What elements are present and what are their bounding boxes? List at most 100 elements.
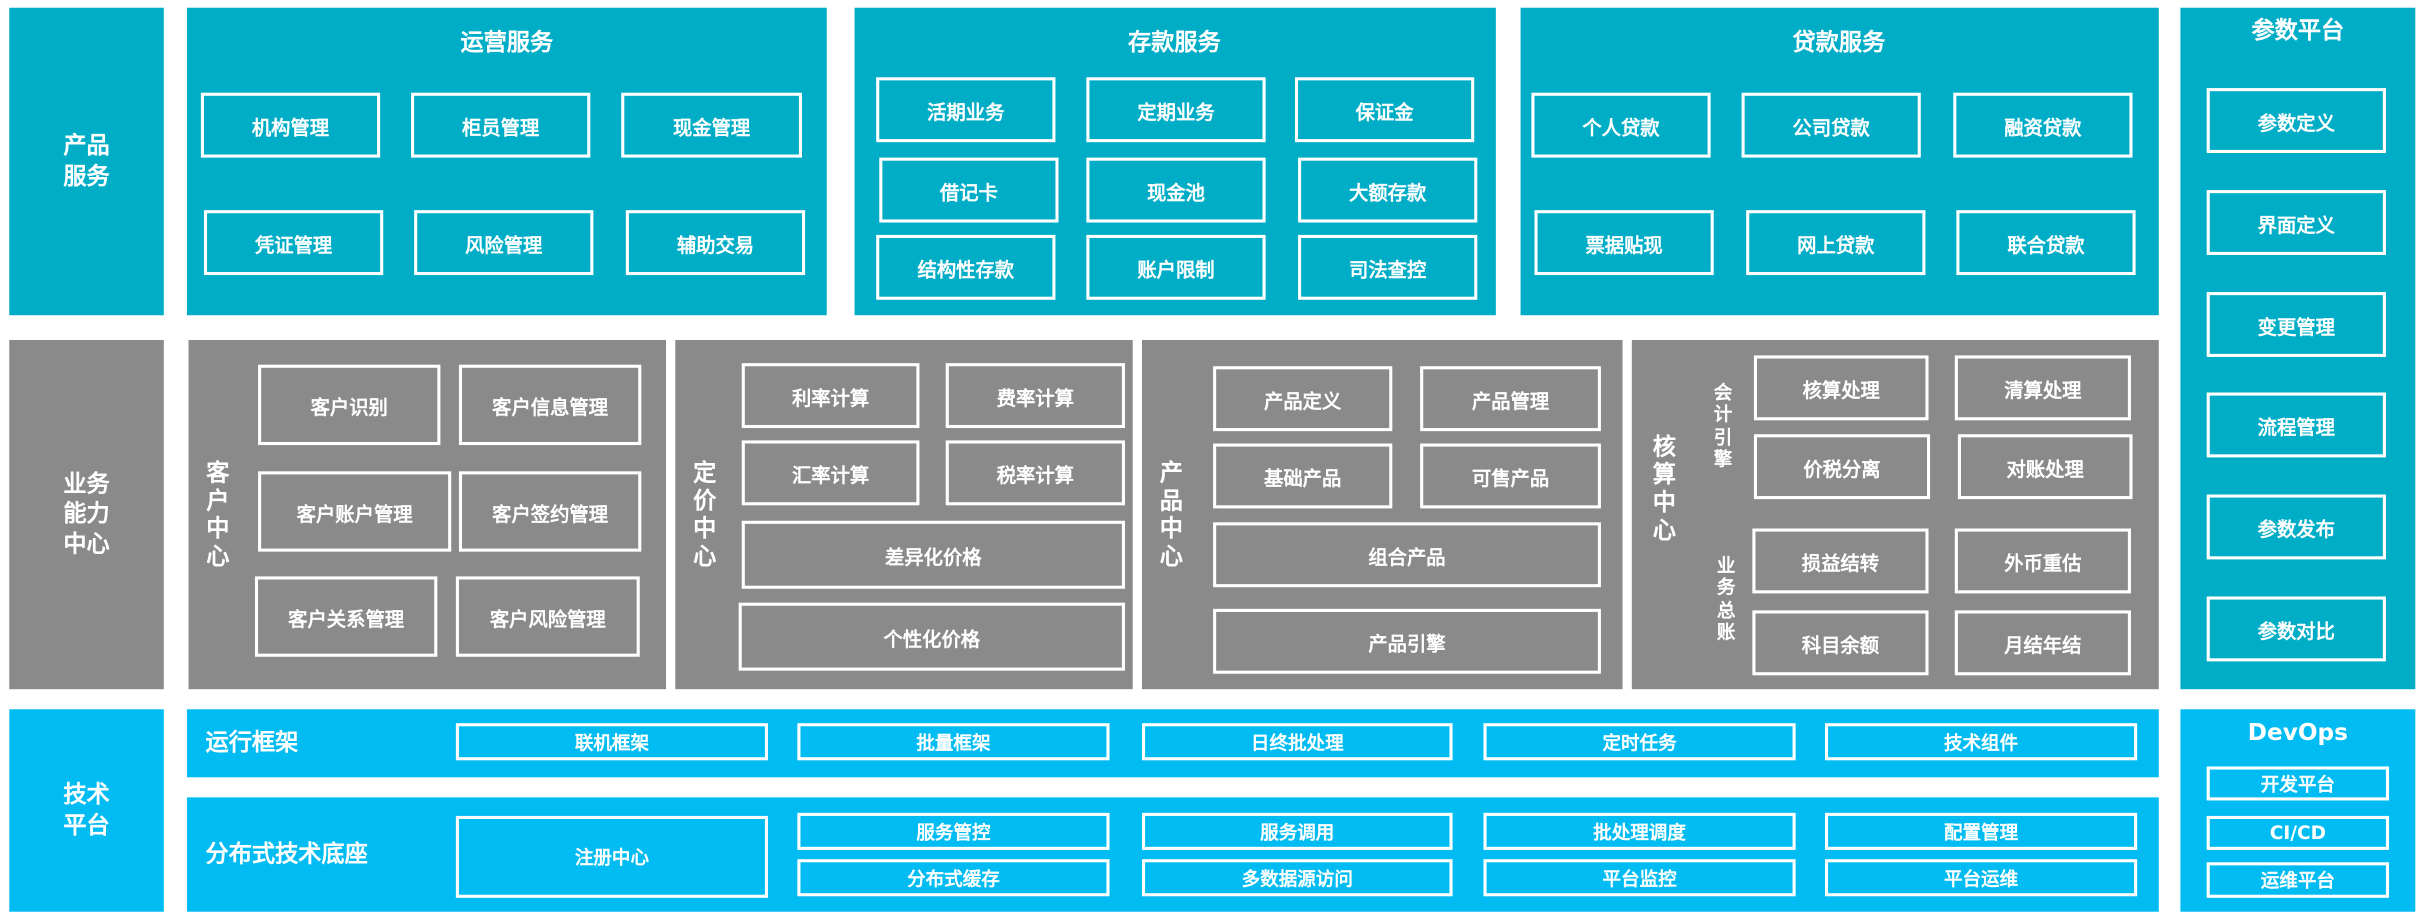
loan-item[interactable]: 融资贷款 [1953, 92, 2133, 158]
customer-item[interactable]: 客户风险管理 [455, 576, 640, 657]
productcenter-item[interactable]: 组合产品 [1213, 522, 1601, 588]
distributed-title: 分布式技术底座 [205, 839, 368, 868]
deposit-item[interactable]: 现金池 [1086, 157, 1266, 223]
operations-item[interactable]: 凭证管理 [203, 210, 384, 276]
productcenter-title: 产品中心 [1159, 458, 1183, 571]
loan-item[interactable]: 个人贷款 [1531, 92, 1711, 158]
accounting-item[interactable]: 外币重估 [1954, 528, 2131, 594]
productcenter-panel [1141, 339, 1623, 690]
productcenter-item[interactable]: 可售产品 [1420, 443, 1601, 509]
runtime-panel [186, 709, 2159, 778]
devops-item[interactable]: 开发平台 [2206, 766, 2390, 801]
pricing-item[interactable]: 汇率计算 [741, 440, 920, 506]
customer-title: 客户中心 [206, 458, 230, 571]
distributed-item[interactable]: 服务调用 [1141, 812, 1453, 850]
distributed-item[interactable]: 平台监控 [1483, 859, 1796, 897]
accounting-item[interactable]: 价税分离 [1753, 434, 1931, 500]
operations-panel [186, 7, 827, 316]
distributed-item[interactable]: 分布式缓存 [797, 859, 1110, 897]
customer-item[interactable]: 客户签约管理 [458, 471, 642, 552]
customer-item[interactable]: 客户关系管理 [254, 576, 438, 657]
productcenter-item[interactable]: 产品引擎 [1213, 608, 1601, 674]
runtime-item[interactable]: 联机框架 [455, 723, 769, 761]
operations-item[interactable]: 现金管理 [621, 92, 803, 158]
runtime-item[interactable]: 定时任务 [1483, 723, 1796, 761]
deposit-item[interactable]: 结构性存款 [876, 234, 1056, 300]
general-ledger-label: 业务总账 [1716, 555, 1736, 644]
productcenter-item[interactable]: 产品管理 [1420, 366, 1601, 432]
param-item[interactable]: 界面定义 [2206, 190, 2386, 255]
accounting-item[interactable]: 月结年结 [1954, 610, 2131, 676]
operations-item[interactable]: 辅助交易 [625, 210, 806, 276]
devops-title: DevOps [2247, 718, 2348, 747]
param-title: 参数平台 [2251, 16, 2345, 45]
accounting-item[interactable]: 对账处理 [1957, 434, 2133, 500]
layer-tech: 技术平台 [9, 709, 164, 912]
layer-capability-label: 业务能力中心 [63, 469, 110, 558]
param-panel [2180, 7, 2416, 690]
devops-panel [2180, 709, 2416, 912]
runtime-title: 运行框架 [205, 728, 299, 757]
customer-panel [188, 339, 667, 690]
distributed-item[interactable]: 批处理调度 [1483, 812, 1796, 850]
customer-item[interactable]: 客户账户管理 [258, 471, 452, 552]
pricing-item[interactable]: 差异化价格 [741, 520, 1125, 589]
runtime-item[interactable]: 技术组件 [1824, 723, 2138, 761]
deposit-item[interactable]: 账户限制 [1086, 234, 1266, 300]
accounting-item[interactable]: 清算处理 [1954, 355, 2131, 421]
layer-product: 产品服务 [9, 7, 164, 316]
customer-item[interactable]: 客户识别 [258, 364, 441, 446]
pricing-title: 定价中心 [693, 458, 717, 571]
pricing-panel [675, 339, 1133, 690]
runtime-item[interactable]: 日终批处理 [1141, 723, 1453, 761]
customer-item[interactable]: 客户信息管理 [458, 364, 642, 446]
productcenter-item[interactable]: 基础产品 [1213, 443, 1393, 509]
deposit-item[interactable]: 借记卡 [879, 157, 1059, 223]
distributed-item[interactable]: 注册中心 [455, 815, 769, 898]
deposit-panel [854, 7, 1496, 316]
param-item[interactable]: 参数定义 [2206, 88, 2386, 153]
deposit-item[interactable]: 定期业务 [1086, 77, 1266, 143]
param-item[interactable]: 变更管理 [2206, 292, 2386, 357]
productcenter-item[interactable]: 产品定义 [1213, 366, 1393, 432]
param-item[interactable]: 流程管理 [2206, 392, 2386, 458]
deposit-item[interactable]: 大额存款 [1298, 157, 1478, 223]
loan-item[interactable]: 网上贷款 [1746, 210, 1926, 276]
distributed-item[interactable]: 多数据源访问 [1141, 859, 1453, 897]
distributed-item[interactable]: 服务管控 [797, 812, 1110, 850]
operations-item[interactable]: 风险管理 [414, 210, 594, 276]
deposit-item[interactable]: 活期业务 [876, 77, 1056, 143]
loan-title: 贷款服务 [1792, 28, 1886, 57]
pricing-item[interactable]: 费率计算 [945, 363, 1125, 429]
accounting-engine-label: 会计引擎 [1713, 382, 1733, 471]
accounting-item[interactable]: 核算处理 [1753, 355, 1929, 421]
deposit-item[interactable]: 司法查控 [1298, 234, 1478, 300]
accounting-panel [1631, 339, 2159, 690]
deposit-item[interactable]: 保证金 [1294, 77, 1475, 143]
devops-item[interactable]: CI/CD [2206, 815, 2390, 850]
operations-item[interactable]: 柜员管理 [411, 92, 591, 158]
pricing-item[interactable]: 利率计算 [741, 363, 920, 429]
param-item[interactable]: 参数发布 [2206, 494, 2386, 560]
accounting-item[interactable]: 损益结转 [1752, 528, 1929, 594]
layer-capability: 业务能力中心 [9, 339, 164, 690]
param-item[interactable]: 参数对比 [2206, 596, 2386, 662]
operations-title: 运营服务 [460, 28, 554, 57]
devops-item[interactable]: 运维平台 [2206, 862, 2390, 898]
runtime-item[interactable]: 批量框架 [797, 723, 1110, 761]
loan-panel [1520, 7, 2159, 316]
distributed-item[interactable]: 配置管理 [1824, 812, 2138, 850]
loan-item[interactable]: 票据贴现 [1534, 210, 1714, 276]
loan-item[interactable]: 联合贷款 [1956, 210, 2136, 276]
pricing-item[interactable]: 个性化价格 [738, 602, 1125, 671]
distributed-item[interactable]: 平台运维 [1824, 859, 2138, 897]
layer-tech-label: 技术平台 [63, 780, 110, 839]
layer-product-label: 产品服务 [63, 131, 110, 190]
loan-item[interactable]: 公司贷款 [1741, 92, 1921, 158]
accounting-title: 核算中心 [1652, 432, 1676, 544]
pricing-item[interactable]: 税率计算 [945, 440, 1125, 506]
accounting-item[interactable]: 科目余额 [1752, 610, 1929, 676]
operations-item[interactable]: 机构管理 [200, 92, 381, 158]
deposit-title: 存款服务 [1128, 28, 1221, 57]
